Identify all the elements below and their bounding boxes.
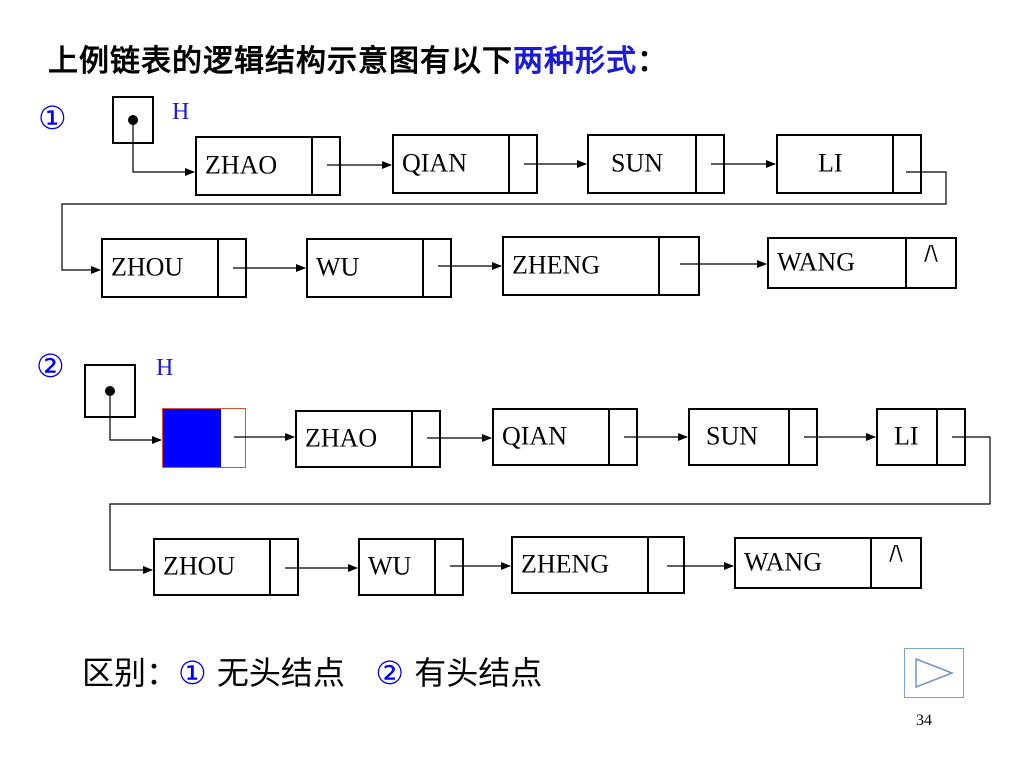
- node-pointer-field: [647, 538, 683, 592]
- node-name: ZHOU: [163, 551, 236, 581]
- difference-item2-text: 有头结点: [414, 654, 543, 692]
- node-name: ZHENG: [521, 549, 610, 579]
- node-name: ZHAO: [205, 150, 278, 180]
- link-head-to-headnode: [109, 392, 162, 444]
- node-name: WANG: [777, 247, 855, 277]
- node-pointer-field: [217, 240, 245, 296]
- node-name: SUN: [706, 421, 759, 451]
- link-li-to-zhou: [61, 171, 947, 274]
- diagram1-node-zhou: ZHOU: [101, 238, 247, 298]
- node-name: WANG: [744, 547, 822, 577]
- diagram1-node-sun: SUN: [587, 134, 725, 194]
- page-number: 34: [916, 712, 932, 729]
- diagram1-node-zheng: ZHENG: [502, 236, 700, 296]
- diagram2-node-qian: QIAN: [492, 408, 638, 466]
- node-name: QIAN: [502, 421, 567, 451]
- diagram1-node-li: LI: [776, 134, 922, 194]
- node-name: ZHOU: [111, 252, 184, 282]
- node-name: LI: [818, 148, 843, 178]
- diagram1-node-wang: WANG /\: [767, 237, 957, 289]
- node-pointer-field: [608, 410, 636, 464]
- node-name: LI: [894, 421, 919, 451]
- diagram1-node-zhao: ZHAO: [195, 136, 341, 196]
- diagram1-marker: ①: [38, 99, 67, 137]
- diagram2-node-zheng: ZHENG: [511, 536, 685, 594]
- node-pointer-field: [269, 540, 297, 594]
- diagram1-head-label: H: [172, 99, 190, 125]
- diagram2-node-zhao: ZHAO: [295, 410, 441, 468]
- diagram1-node-qian: QIAN: [392, 134, 538, 194]
- node-pointer-field: [411, 412, 439, 466]
- title-suffix: ：: [637, 44, 668, 79]
- diagram1-node-wu: WU: [306, 238, 452, 298]
- null-symbol: /\: [924, 241, 938, 265]
- node-name: SUN: [611, 148, 664, 178]
- head-node-data-field: [163, 409, 221, 467]
- node-name: ZHAO: [305, 423, 378, 453]
- difference-line: 区别：① 无头结点 ② 有头结点: [82, 648, 542, 694]
- title-main: 上例链表的逻辑结构示意图有以下: [48, 44, 513, 79]
- node-pointer-field: [508, 136, 536, 192]
- node-pointer-field: [695, 136, 723, 192]
- diagram2-node-sun: SUN: [688, 408, 818, 466]
- node-pointer-field: [311, 138, 339, 194]
- difference-item1-text: 无头结点: [216, 654, 345, 692]
- title-highlight: 两种形式: [513, 44, 637, 79]
- play-triangle-icon: [915, 657, 955, 689]
- node-name: ZHENG: [512, 250, 601, 280]
- node-pointer-field: [434, 540, 462, 594]
- difference-label: 区别：: [82, 654, 179, 692]
- node-pointer-field: [936, 410, 964, 464]
- node-name: WU: [316, 252, 360, 282]
- difference-item2-marker: ②: [375, 654, 405, 692]
- link-head-to-zhao: [132, 120, 195, 176]
- null-symbol: /\: [889, 541, 903, 565]
- diagram2-head-node: [162, 408, 246, 468]
- node-pointer-field: [788, 410, 816, 464]
- link-li-to-zhou-2: [109, 436, 991, 574]
- slide-title: 上例链表的逻辑结构示意图有以下两种形式：: [48, 36, 668, 80]
- node-pointer-field: [658, 238, 698, 294]
- node-pointer-field: [892, 136, 920, 192]
- diagram2-node-zhou: ZHOU: [153, 538, 299, 596]
- diagram2-head-label: H: [156, 355, 174, 381]
- pointer-dot-icon: [105, 386, 115, 396]
- diagram2-node-wu: WU: [358, 538, 464, 596]
- node-pointer-field: [422, 240, 450, 296]
- node-name: QIAN: [402, 148, 467, 178]
- difference-item1-marker: ①: [178, 654, 207, 692]
- node-name: WU: [368, 551, 412, 581]
- diagram2-marker: ②: [36, 347, 65, 385]
- diagram2-node-wang: WANG /\: [734, 537, 922, 589]
- diagram2-node-li: LI: [876, 408, 966, 466]
- null-pointer-field: /\: [905, 239, 955, 287]
- null-pointer-field: /\: [870, 539, 920, 587]
- next-slide-button[interactable]: [904, 648, 964, 698]
